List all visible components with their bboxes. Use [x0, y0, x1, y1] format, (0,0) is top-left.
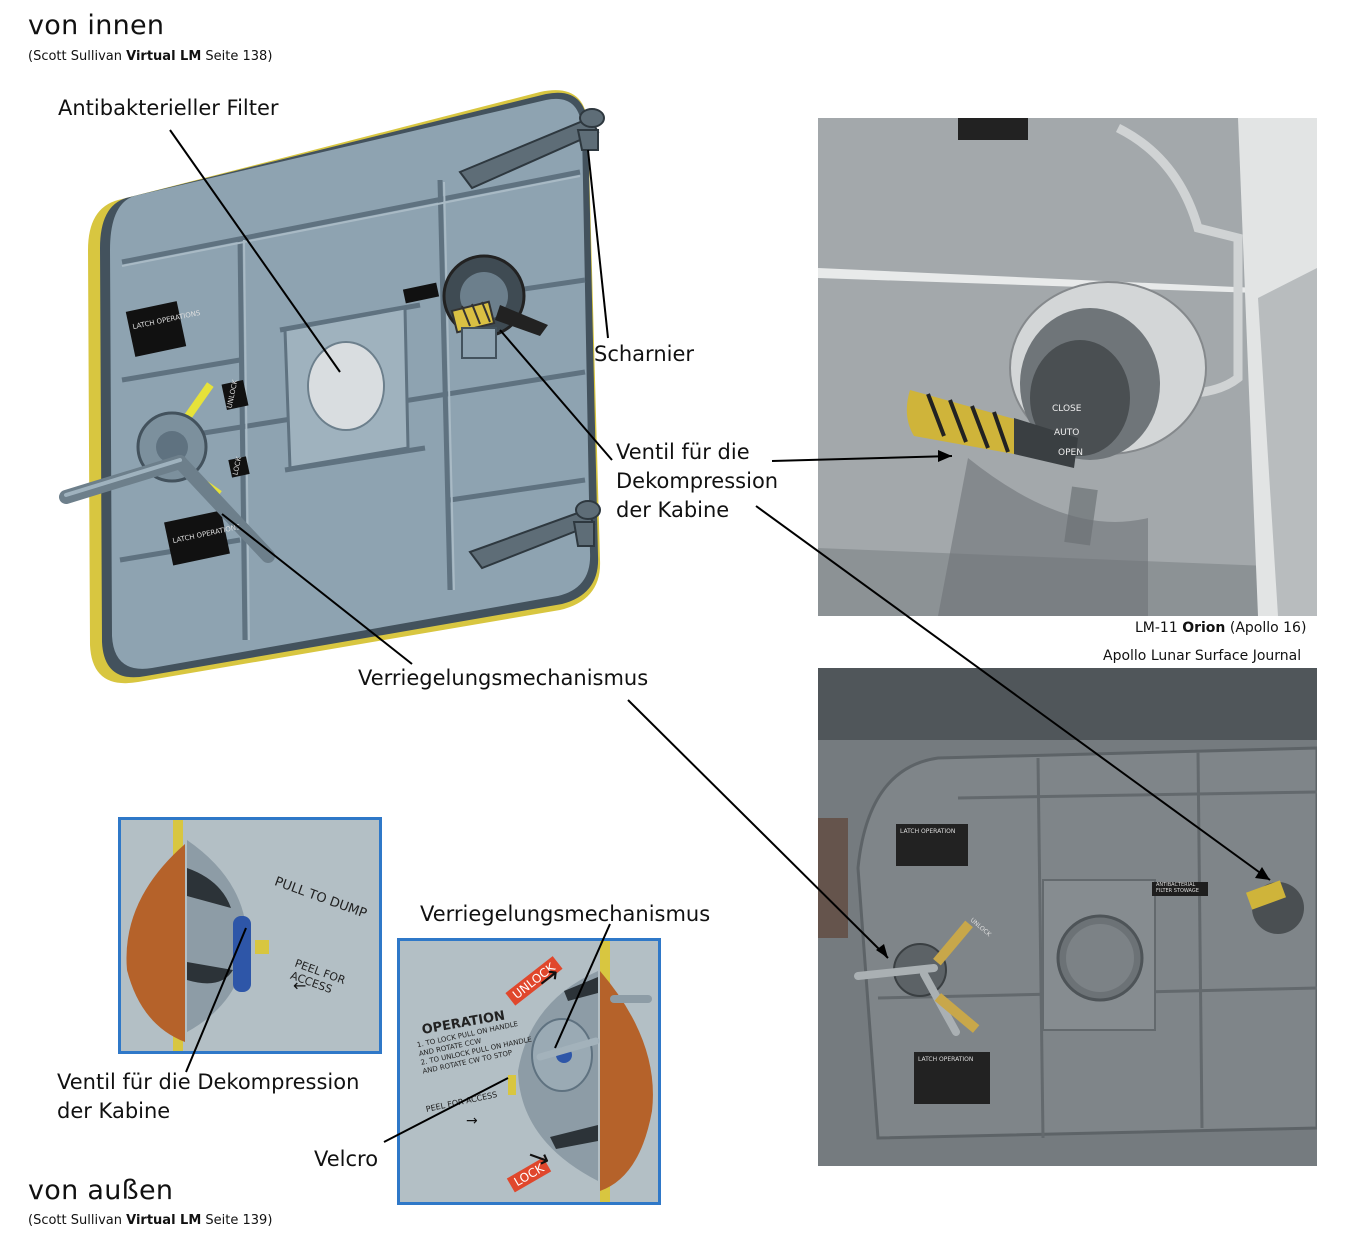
hinge-top	[458, 108, 605, 190]
source-suffix: Seite 138)	[205, 49, 273, 64]
filter-disk	[307, 341, 385, 431]
label-dump-valve: Ventil für die Dekompression der Kabine	[616, 438, 778, 525]
filter-plate-line1: ANTIBACTERIAL	[1156, 882, 1196, 888]
caption-suffix: (Apollo 16)	[1229, 620, 1307, 636]
footer-source-suffix: Seite 139)	[205, 1213, 273, 1228]
label-antibacterial-filter: Antibakterieller Filter	[58, 96, 279, 120]
hatch-photo-drawing	[818, 668, 1317, 1166]
footer-source-prefix: (Scott Sullivan	[28, 1213, 122, 1228]
label-hinge: Scharnier	[594, 342, 695, 366]
photo-hatch: LATCH OPERATION LATCH OPERATION ANTIBACT…	[818, 668, 1317, 1166]
hatch-plate-top-text: LATCH OPERATION	[900, 828, 956, 835]
label-dump-valve-line1: Ventil für die	[616, 440, 750, 464]
inset-latch-operation: UNLOCK → LOCK → OPERATION 1. TO LOCK PUL…	[397, 938, 661, 1205]
label-dump-valve-outside: Ventil für die Dekompression der Kabine	[57, 1068, 359, 1126]
caption-bold: Orion	[1182, 620, 1226, 636]
photo-journal-caption: Apollo Lunar Surface Journal	[1103, 648, 1302, 664]
filter-plate-line2: FILTER STOWAGE	[1156, 888, 1199, 894]
filter-stowage-plate: ANTIBACTERIAL FILTER STOWAGE	[1156, 882, 1199, 894]
caption-prefix: LM-11	[1135, 620, 1178, 636]
label-dump-valve-line2: Dekompression	[616, 469, 779, 493]
source-prefix: (Scott Sullivan	[28, 49, 122, 64]
source-bold: Virtual LM	[126, 49, 202, 64]
outside-view-title: von außen	[28, 1175, 174, 1206]
photo-orion-caption: LM-11 Orion (Apollo 16)	[1135, 620, 1306, 636]
outside-view-source: (Scott Sullivan Virtual LM Seite 139)	[28, 1213, 272, 1228]
label-dump-valve-outside-line2: der Kabine	[57, 1099, 171, 1123]
latch-plate-bottom	[164, 510, 230, 566]
inside-view-source: (Scott Sullivan Virtual LM Seite 138)	[28, 49, 272, 64]
hatch-plate-bottom-text: LATCH OPERATION	[918, 1056, 974, 1063]
footer-source-bold: Virtual LM	[126, 1213, 202, 1228]
label-dump-valve-outside-line1: Ventil für die Dekompression	[57, 1070, 360, 1094]
valve-auto-label: AUTO	[1054, 428, 1080, 438]
dump-valve-inset-drawing	[121, 820, 379, 1051]
valve-close-label: CLOSE	[1052, 404, 1082, 414]
peel-right-arrow-icon: →	[466, 1113, 478, 1129]
hinge-bottom	[468, 500, 601, 570]
photo-orion-valve: CLOSE AUTO OPEN	[818, 118, 1317, 616]
valve-open-label: OPEN	[1058, 448, 1083, 458]
inset-dump-valve: PULL TO DUMP PEEL FOR ACCESS ←	[118, 817, 382, 1054]
inside-view-title: von innen	[28, 10, 165, 41]
peel-arrow-icon: ←	[293, 976, 307, 995]
label-dump-valve-line3: der Kabine	[616, 498, 730, 522]
label-velcro: Velcro	[314, 1147, 379, 1171]
label-latch-mechanism-outside: Verriegelungsmechanismus	[420, 902, 711, 926]
orion-valve-photo-drawing	[818, 118, 1317, 616]
label-latch-mechanism: Verriegelungsmechanismus	[358, 666, 649, 690]
